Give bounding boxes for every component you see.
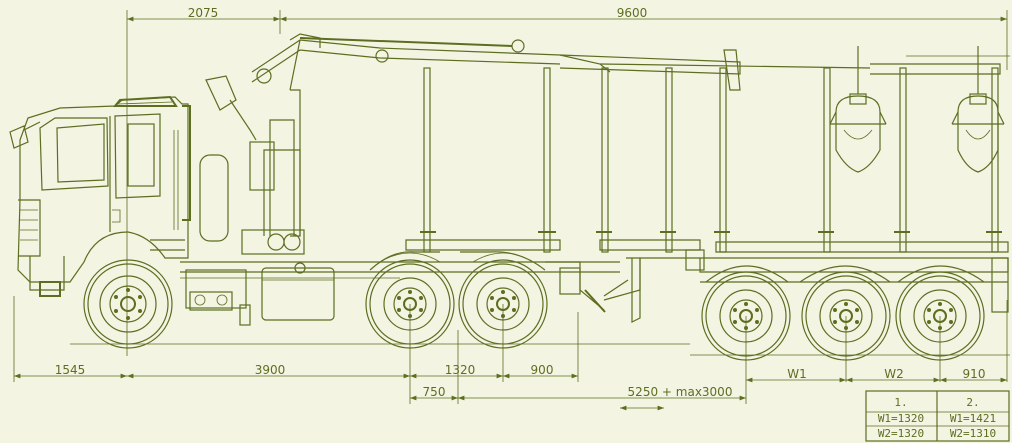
dim-coupling-offset: 750 [423,385,446,399]
truck-cab [9,95,191,297]
loader-crane [205,33,1010,255]
table-col1-header: 1. [894,396,907,409]
dim-overall-length: 9600 [617,6,648,20]
dim-trailer-axle-w2: W2 [884,367,904,381]
top-dimensions [126,10,1008,356]
table-col2-w1: W1=1421 [950,412,996,425]
dim-trailer-axle-w1: W1 [787,367,807,381]
log-stakes [405,67,1009,253]
truck-wheels [83,252,548,349]
dim-tandem-spacing: 1320 [445,363,476,377]
dim-rear-overhang: 900 [531,363,554,377]
table-col1-w1: W1=1320 [878,412,924,425]
dim-trailer-length: 5250 + max3000 [628,385,733,399]
table-col2-w2: W2=1310 [950,427,996,440]
bottom-dimensions [13,296,1008,411]
tandem-wheel-2 [458,259,548,349]
dim-front-overhang: 1545 [55,363,86,377]
dim-wheelbase: 3900 [255,363,286,377]
grapple-2 [951,46,1005,173]
front-wheel [83,259,173,349]
dim-trailer-rear-overhang: 910 [963,367,986,381]
grapple-1 [829,46,887,173]
trailer [603,249,1009,323]
axle-spacing-table [865,390,1010,442]
trailer-wheels [701,271,985,361]
truck-chassis [180,154,620,326]
table-col2-header: 2. [966,396,979,409]
table-col1-w2: W2=1320 [878,427,924,440]
dim-crane-reach: 2075 [188,6,219,20]
